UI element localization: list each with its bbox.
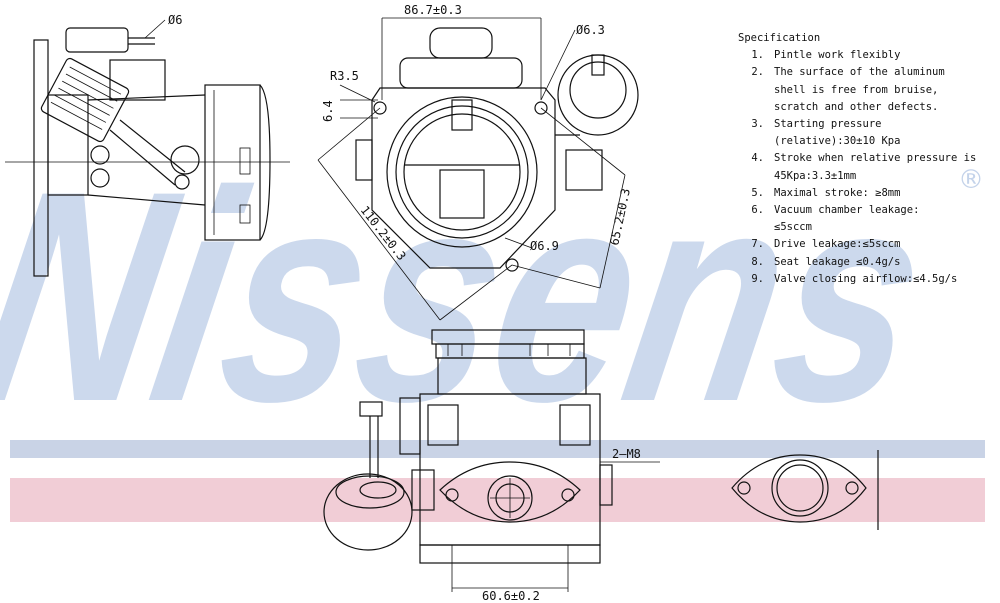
dim-hole-bottom: Ø6.9 [530, 239, 559, 253]
spec-item-number: 2. [751, 66, 764, 79]
spec-item-number: 1. [751, 49, 764, 62]
spec-item: 3. Starting pressure (relative):30±10 Kpa [738, 116, 998, 150]
side-view: Ø6 [5, 13, 290, 277]
watermark-band-blue [10, 440, 985, 458]
specification-list: 1. Pintle work flexibly 2. The surface of … [738, 47, 998, 288]
dim-thread: 2–M8 [612, 447, 641, 461]
spec-item-text: Stroke when relative pressure is 45Kpa:3… [774, 152, 977, 182]
spec-item: 6. Vacuum chamber leakage: ≤5sccm [738, 202, 998, 236]
spec-item-number: 7. [751, 238, 764, 251]
dim-top-width: 86.7±0.3 [404, 3, 462, 17]
spec-item-text: Seat leakage ≤0.4g/s [774, 255, 901, 268]
gasket-view [731, 450, 879, 530]
spec-item-number: 8. [751, 255, 764, 268]
spec-item: 5. Maximal stroke: ≥8mm [738, 185, 998, 202]
spec-item: 9. Valve closing airflow:≤4.5g/s [738, 271, 998, 288]
registered-mark: ® [958, 165, 984, 195]
spec-item-text: Drive leakage:≤5sccm [774, 238, 901, 251]
specification-title: Specification [738, 32, 821, 44]
spec-item-number: 5. [751, 186, 764, 199]
specification-panel: Specification 1. Pintle work flexibly 2. T… [738, 30, 998, 288]
spec-item: 8. Seat leakage ≤0.4g/s [738, 254, 998, 271]
spec-item-number: 3. [751, 118, 764, 131]
spec-item-number: 6. [751, 204, 764, 217]
spec-item-text: The surface of the aluminum shell is fre… [774, 66, 945, 113]
front-view: 86.7±0.3 R3.5 6.4 Ø6.3 110.2± [317, 3, 639, 321]
spec-item-text: Maximal stroke: ≥8mm [774, 186, 901, 199]
dim-small-height: 6.4 [321, 100, 335, 122]
spec-item-number: 9. [751, 272, 764, 285]
dim-radius: R3.5 [330, 69, 359, 83]
dim-bottom-width: 60.6±0.2 [482, 589, 540, 603]
spec-item-number: 4. [751, 152, 764, 165]
spec-item: 1. Pintle work flexibly [738, 47, 998, 64]
spec-item-text: Pintle work flexibly [774, 49, 901, 62]
spec-item: 4. Stroke when relative pressure is 45Kpa… [738, 150, 998, 184]
bottom-view: 2–M8 60.6±0.2 [323, 329, 660, 603]
watermark-brand: Nissens [0, 129, 947, 464]
dim-hole-right: Ø6.3 [576, 23, 605, 37]
spec-item-text: Valve closing airflow:≤4.5g/s [774, 272, 958, 285]
spec-item: 2. The surface of the aluminum shell is f… [738, 64, 998, 116]
spec-item: 7. Drive leakage:≤5sccm [738, 236, 998, 253]
spec-item-text: Starting pressure (relative):30±10 Kpa [774, 118, 901, 148]
dim-hole-left: Ø6 [168, 13, 182, 27]
spec-item-text: Vacuum chamber leakage: ≤5sccm [774, 204, 920, 234]
